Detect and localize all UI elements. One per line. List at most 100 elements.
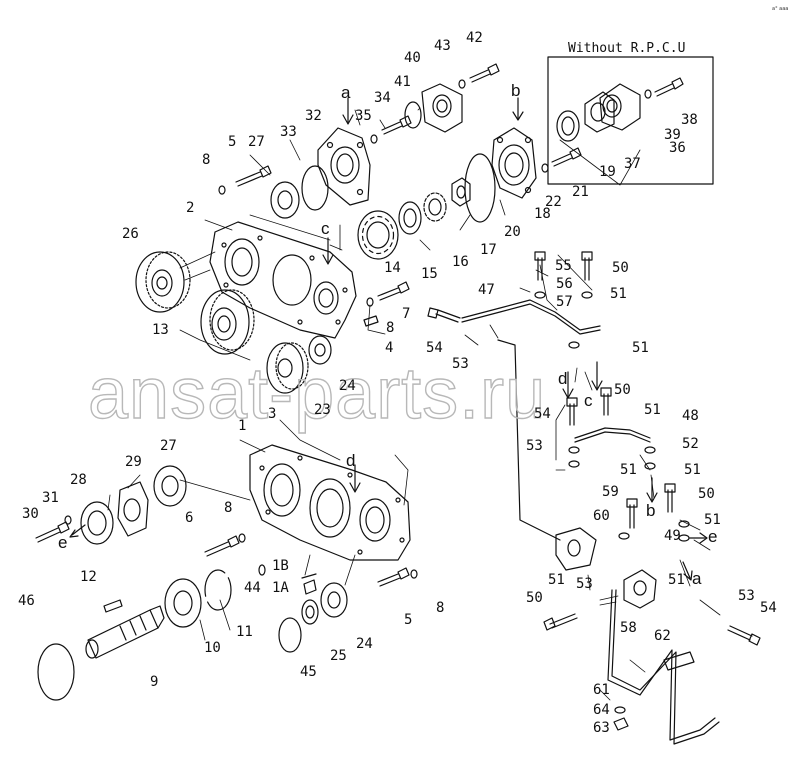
lockwasher-16 (423, 192, 447, 222)
oring-45 (278, 617, 302, 653)
washer-22 (541, 163, 549, 173)
part-label-62: 62 (654, 628, 671, 644)
cap-40 (421, 83, 463, 133)
part-label-2: 2 (186, 200, 194, 216)
leader-lines (107, 107, 721, 701)
part-label-15: 15 (421, 266, 438, 282)
corner-mark: a° aaa (772, 6, 788, 12)
part-label-60: 60 (593, 508, 610, 524)
part-label-6: 6 (185, 510, 193, 526)
part-label-48: 48 (682, 408, 699, 424)
key-12 (103, 599, 123, 613)
part-label-53: 53 (738, 588, 755, 604)
part-label-53: 53 (452, 356, 469, 372)
part-label-36: 36 (669, 140, 686, 156)
part-label-22: 22 (545, 194, 562, 210)
bearing-24-top (308, 335, 332, 365)
part-label-32: 32 (305, 108, 322, 124)
gear-23 (266, 342, 309, 394)
part-label-7: 7 (402, 306, 410, 322)
pin-44 (258, 564, 266, 576)
part-label-13: 13 (152, 322, 169, 338)
part-label-50: 50 (612, 260, 629, 276)
cage-18 (491, 127, 537, 199)
part-label-9: 9 (150, 674, 158, 690)
ref-letter-e: e (58, 533, 67, 552)
ref-letter-c: c (321, 219, 330, 238)
bearing-10 (164, 578, 202, 628)
part-label-51: 51 (548, 572, 565, 588)
bolt-5-top (235, 165, 272, 187)
rod (607, 589, 716, 741)
part-label-34: 34 (374, 90, 391, 106)
inset-gasket-37 (584, 91, 615, 133)
part-label-27: 27 (160, 438, 177, 454)
inset-bearing-19 (556, 110, 580, 142)
part-label-8: 8 (386, 320, 394, 336)
pin-4 (363, 315, 379, 327)
part-label-53: 53 (576, 576, 593, 592)
pipe-long (497, 339, 561, 541)
part-label-14: 14 (384, 260, 401, 276)
snapring-11 (204, 569, 232, 611)
part-label-51: 51 (668, 572, 685, 588)
ref-letter-c: c (584, 391, 593, 410)
part-label-51: 51 (684, 462, 701, 478)
part-label-33: 33 (280, 124, 297, 140)
washer-43 (458, 79, 466, 89)
oring-46 (37, 643, 75, 701)
part-label-24: 24 (339, 378, 356, 394)
right-fasteners (427, 251, 761, 731)
part-label-31: 31 (42, 490, 59, 506)
washer-31 (64, 515, 72, 525)
part-label-8: 8 (224, 500, 232, 516)
part-label-54: 54 (534, 406, 551, 422)
part-label-1B: 1B (272, 558, 289, 574)
inset-title: Without R.P.C.U (568, 41, 685, 56)
bolt-34 (381, 115, 412, 135)
part-label-55: 55 (555, 258, 572, 274)
part-label-27: 27 (248, 134, 265, 150)
bolt-7 (377, 281, 410, 301)
part-label-8: 8 (202, 152, 210, 168)
nut-17 (451, 177, 471, 207)
inset-frame (547, 56, 714, 185)
ref-letter-d: d (558, 369, 567, 388)
part-label-41: 41 (394, 74, 411, 90)
washer-8-top (218, 185, 226, 195)
gear-26 (135, 251, 191, 313)
hose-48 (574, 427, 651, 439)
bolt-5-low (377, 567, 410, 587)
part-label-42: 42 (466, 30, 483, 46)
part-label-24: 24 (356, 636, 373, 652)
case-2 (209, 221, 357, 339)
oring-41 (404, 101, 422, 129)
part-label-50: 50 (698, 486, 715, 502)
collar-25 (301, 599, 319, 625)
bolt-21 (551, 147, 582, 167)
part-label-44: 44 (244, 580, 261, 596)
bearing-27-top (270, 181, 300, 219)
part-label-51: 51 (610, 286, 627, 302)
part-label-5: 5 (228, 134, 236, 150)
part-label-51: 51 (704, 512, 721, 528)
washer-8-low (238, 533, 246, 543)
ref-letter-e: e (708, 527, 717, 546)
ref-letter-a: a (692, 569, 702, 588)
washer-8-right (410, 569, 418, 579)
oring-33 (301, 165, 329, 211)
part-label-18: 18 (534, 206, 551, 222)
part-label-29: 29 (125, 454, 142, 470)
part-label-4: 4 (385, 340, 393, 356)
bearing-27-low (153, 465, 187, 507)
part-label-1: 1 (238, 418, 246, 434)
part-label-51: 51 (620, 462, 637, 478)
part-label-28: 28 (70, 472, 87, 488)
ref-arrows (69, 97, 708, 581)
block-connector (555, 527, 597, 571)
gear-13 (200, 289, 255, 355)
valve-49 (623, 569, 657, 609)
